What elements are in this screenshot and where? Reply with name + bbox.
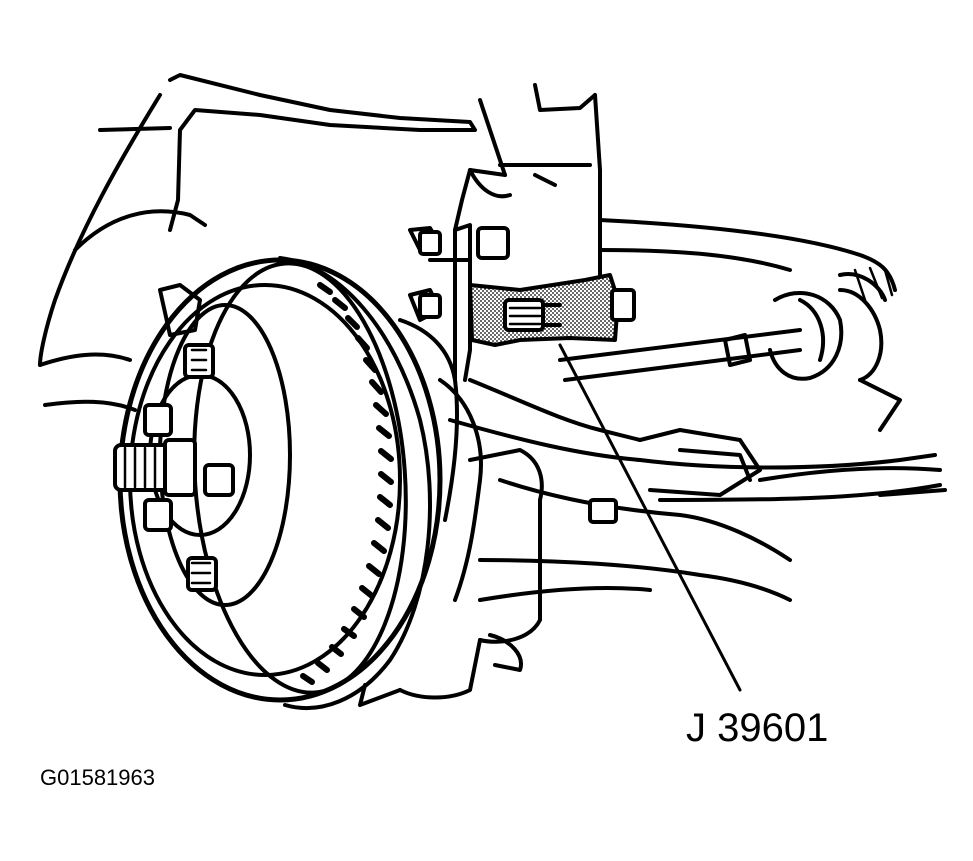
steering-knuckle (358, 318, 544, 707)
lug-stud (143, 403, 173, 437)
rotor-cooling-vents (300, 282, 394, 685)
lug-stud (203, 463, 235, 497)
lower-control-arm (448, 378, 947, 602)
figure-id: G01581963 (40, 765, 155, 790)
tool-j39601 (468, 273, 636, 347)
spindle-nut (113, 443, 172, 492)
strut-tower (453, 83, 897, 302)
wheel-hub (113, 283, 292, 607)
fender-outline (38, 73, 477, 412)
callout-leader-line (558, 343, 742, 692)
tie-rod (558, 266, 902, 432)
tool-callout-label: J 39601 (686, 706, 829, 750)
lug-stud (143, 498, 173, 532)
